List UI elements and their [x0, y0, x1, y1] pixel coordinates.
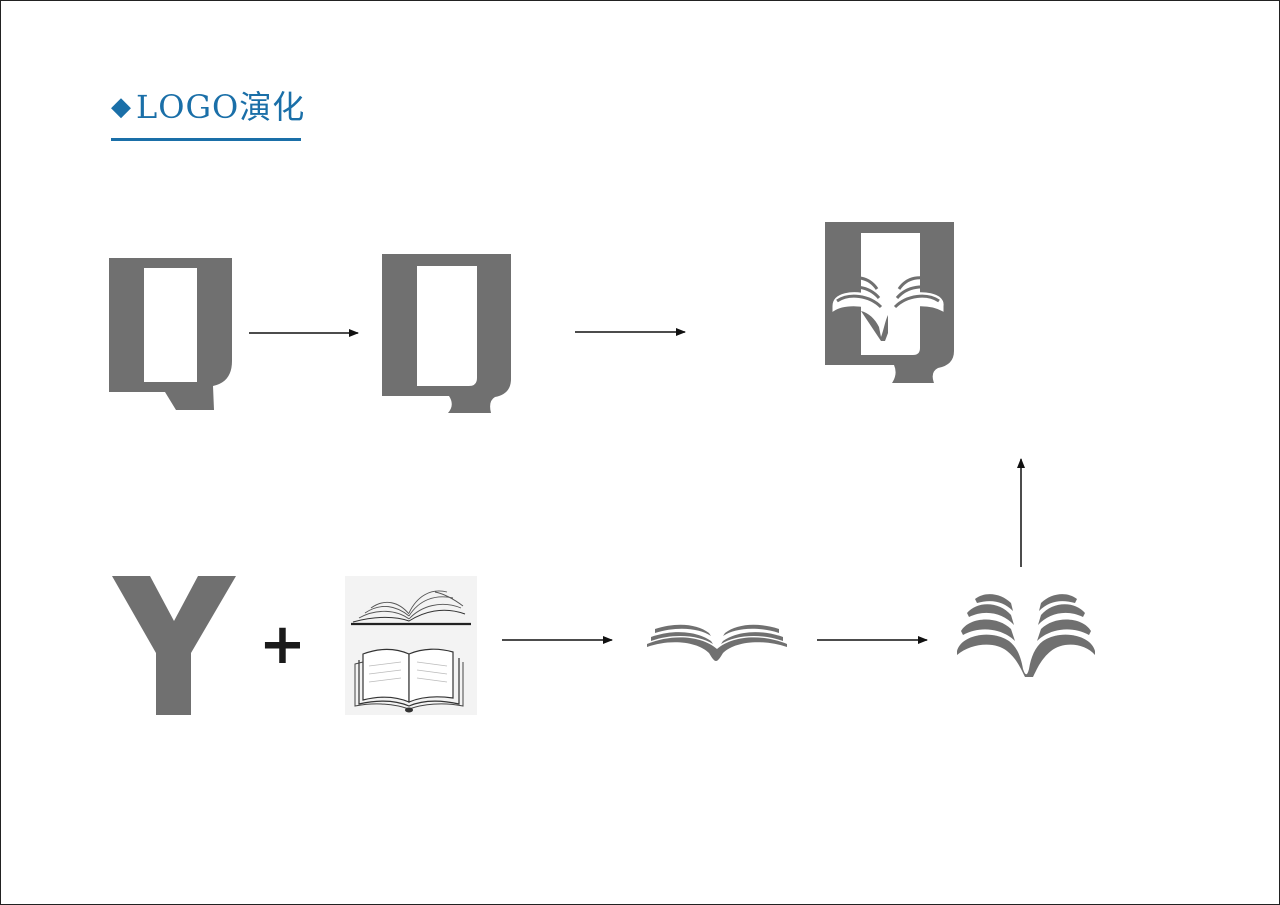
- plus-sign: +: [259, 612, 306, 677]
- letter-y-icon: [112, 576, 236, 715]
- final-logo-icon: [825, 222, 954, 383]
- flat-book-icon: [647, 624, 787, 661]
- diamond-marker-icon: ◆: [111, 92, 132, 122]
- page-title: ◆LOGO演化: [111, 87, 305, 127]
- open-book-sketch-icon: [345, 576, 477, 715]
- page-title-text: LOGO演化: [136, 88, 306, 126]
- stylized-q-icon: [382, 254, 511, 413]
- title-underline: [111, 138, 301, 141]
- letter-q-icon: [109, 258, 232, 410]
- book-wings-icon: [957, 594, 1095, 677]
